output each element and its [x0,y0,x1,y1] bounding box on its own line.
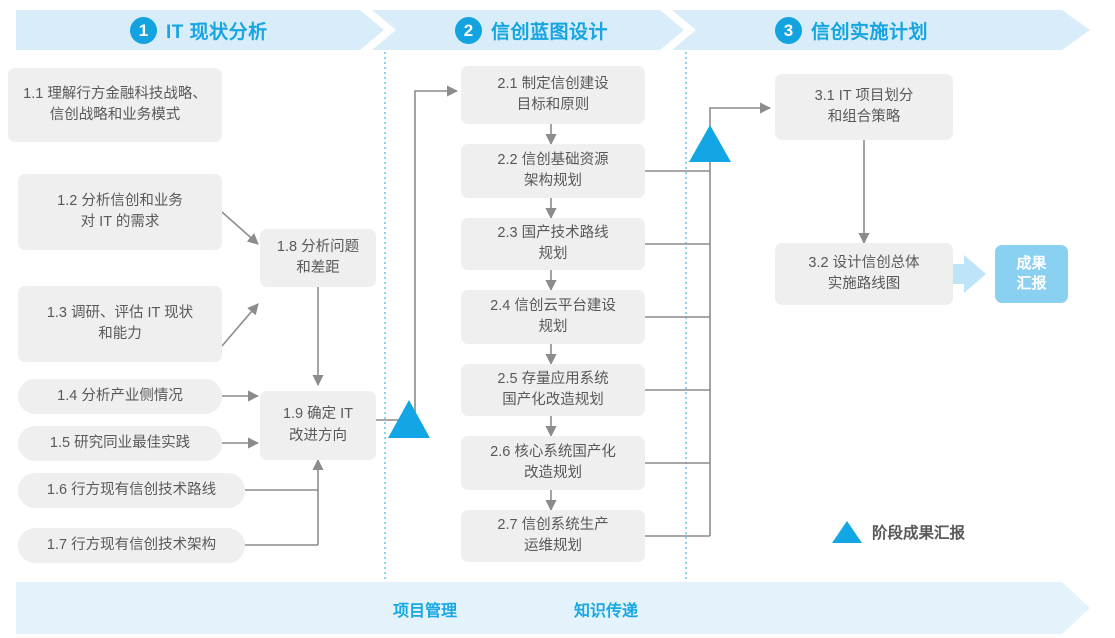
milestone-marker-phase1 [388,400,430,438]
legend-milestone: 阶段成果汇报 [832,521,965,543]
phase-number-3: 3 [775,16,802,44]
phase-number-2: 2 [455,16,482,44]
task-box-3-2[interactable]: 3.2 设计信创总体实施路线图 [775,243,953,305]
task-box-3-1[interactable]: 3.1 IT 项目划分和组合策略 [775,74,953,140]
legend-label: 阶段成果汇报 [872,525,966,542]
triangle-icon [832,521,862,543]
phase-title-3: 信创实施计划 [811,21,929,43]
task-box-1-1[interactable]: 1.1 理解行方金融科技战略、信创战略和业务模式 [8,68,222,142]
milestone-marker-phase2 [689,125,731,162]
task-box-1-7[interactable]: 1.7 行方现有信创技术架构 [18,528,245,563]
connector-1-2-to-1-8 [221,211,259,245]
task-box-2-3[interactable]: 2.3 国产技术路线规划 [461,218,645,270]
task-box-2-7[interactable]: 2.7 信创系统生产运维规划 [461,510,645,562]
phase-header-2[interactable]: 2 信创蓝图设计 [455,15,608,45]
bottom-band-label-knowledge-transfer: 知识传递 [574,603,639,620]
task-box-2-1[interactable]: 2.1 制定信创建设目标和原则 [461,66,645,124]
task-box-1-5[interactable]: 1.5 研究同业最佳实践 [18,426,222,461]
result-badge[interactable]: 成果汇报 [995,245,1068,303]
task-box-2-4[interactable]: 2.4 信创云平台建设规划 [461,290,645,344]
connector-1-3-to-1-8 [221,303,259,347]
result-badge-arrow [944,255,986,293]
task-box-2-2[interactable]: 2.2 信创基础资源架构规划 [461,144,645,198]
task-box-1-4[interactable]: 1.4 分析产业侧情况 [18,379,222,414]
task-box-2-5[interactable]: 2.5 存量应用系统国产化改造规划 [461,364,645,416]
phase-header-3[interactable]: 3 信创实施计划 [775,15,928,45]
phase-title-1: IT 现状分析 [166,21,268,43]
task-box-2-6[interactable]: 2.6 核心系统国产化改造规划 [461,436,645,490]
connector-phase2-bus-vertical [709,102,772,536]
task-box-1-2[interactable]: 1.2 分析信创和业务对 IT 的需求 [18,174,222,250]
connector-1-9-to-2-1 [376,85,459,421]
task-box-1-6[interactable]: 1.6 行方现有信创技术路线 [18,473,245,508]
bottom-band-label-project-management: 项目管理 [393,603,458,620]
phase-number-1: 1 [130,16,157,44]
task-box-1-3[interactable]: 1.3 调研、评估 IT 现状和能力 [18,286,222,362]
phase-title-2: 信创蓝图设计 [491,21,609,43]
phase-header-1[interactable]: 1 IT 现状分析 [130,15,268,45]
task-box-1-8[interactable]: 1.8 分析问题和差距 [260,229,376,287]
